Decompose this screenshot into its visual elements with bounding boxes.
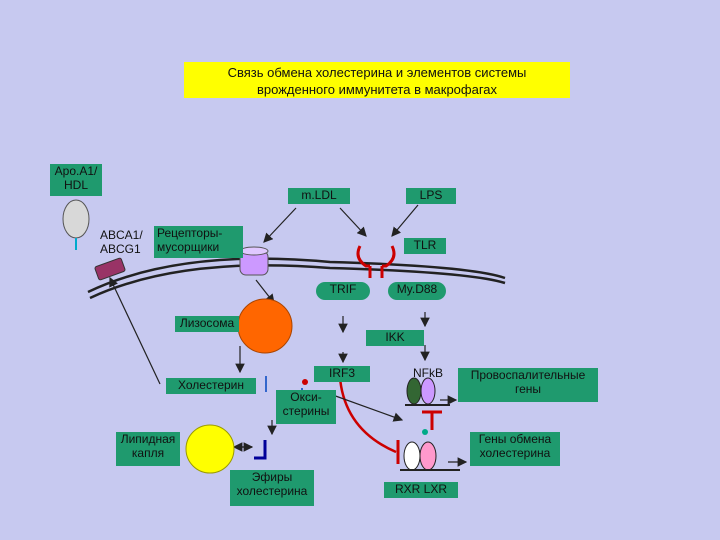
label-irf3: IRF3 bbox=[314, 366, 370, 382]
abca1-transporter bbox=[94, 257, 126, 281]
lxr-subunit bbox=[419, 441, 437, 471]
label-abca1: ABCA1/ ABCG1 bbox=[100, 228, 143, 256]
label-apoa1-line1: Apo.A1/ bbox=[54, 164, 98, 178]
label-oxysterols-line1: Окси- bbox=[290, 390, 322, 404]
tlr-receptor bbox=[356, 245, 396, 268]
label-chol-genes-line2: холестерина bbox=[479, 446, 551, 460]
apoa1-hdl-receptor bbox=[62, 199, 90, 239]
label-ikk: IKK bbox=[366, 330, 424, 346]
label-cholesterol-genes: Гены обмена холестерина bbox=[470, 432, 560, 466]
label-trif: TRIF bbox=[316, 282, 370, 300]
diagram-title: Связь обмена холестерина и элементов сис… bbox=[184, 62, 570, 98]
label-mldl: m.LDL bbox=[288, 188, 350, 204]
cell-membrane-inner bbox=[89, 264, 506, 300]
label-apoa1: Apo.A1/ HDL bbox=[50, 164, 102, 196]
label-rxr-lxr: RXR LXR bbox=[384, 482, 458, 498]
label-oxysterols-line2: стерины bbox=[282, 404, 330, 418]
label-cholesterol-esters: Эфиры холестерина bbox=[230, 470, 314, 506]
label-receptors-line2: мусорщики bbox=[157, 240, 220, 254]
label-lipid-line2: капля bbox=[131, 446, 165, 460]
label-proinfl-line1: Провоспалительные bbox=[470, 368, 586, 382]
lysosome-circle bbox=[237, 298, 293, 354]
label-chol-genes-line1: Гены обмена bbox=[478, 432, 552, 446]
rxr-subunit bbox=[403, 441, 421, 471]
label-lps: LPS bbox=[406, 188, 456, 204]
label-myd88: My.D88 bbox=[388, 282, 446, 300]
label-scavenger-receptors: Рецепторы- мусорщики bbox=[154, 226, 243, 258]
label-esters-line1: Эфиры bbox=[251, 470, 293, 484]
label-esters-line2: холестерина bbox=[236, 484, 308, 498]
title-line-2: врожденного иммунитета в макрофагах bbox=[256, 82, 498, 97]
label-tlr: TLR bbox=[404, 238, 446, 254]
label-lipid-droplet: Липидная капля bbox=[116, 432, 180, 466]
label-lipid-line1: Липидная bbox=[120, 432, 176, 446]
label-receptors-line1: Рецепторы- bbox=[157, 226, 223, 240]
label-oxysterols: Окси- стерины bbox=[276, 390, 336, 424]
lipid-droplet-circle bbox=[185, 424, 235, 474]
label-proinflammatory-genes: Провоспалительные гены bbox=[458, 368, 598, 402]
label-nfkb: NFkB bbox=[413, 366, 443, 380]
cell-membrane-outer bbox=[87, 257, 506, 294]
label-cholesterol: Холестерин bbox=[166, 378, 256, 394]
label-proinfl-line2: гены bbox=[514, 382, 542, 396]
label-abca1-line2: ABCG1 bbox=[100, 242, 141, 256]
label-abca1-line1: ABCA1/ bbox=[100, 228, 143, 242]
label-apoa1-line2: HDL bbox=[63, 178, 88, 192]
irf3-inhibition-curve bbox=[338, 377, 397, 454]
label-lysosome: Лизосома bbox=[175, 316, 239, 332]
title-line-1: Связь обмена холестерина и элементов сис… bbox=[227, 65, 527, 80]
